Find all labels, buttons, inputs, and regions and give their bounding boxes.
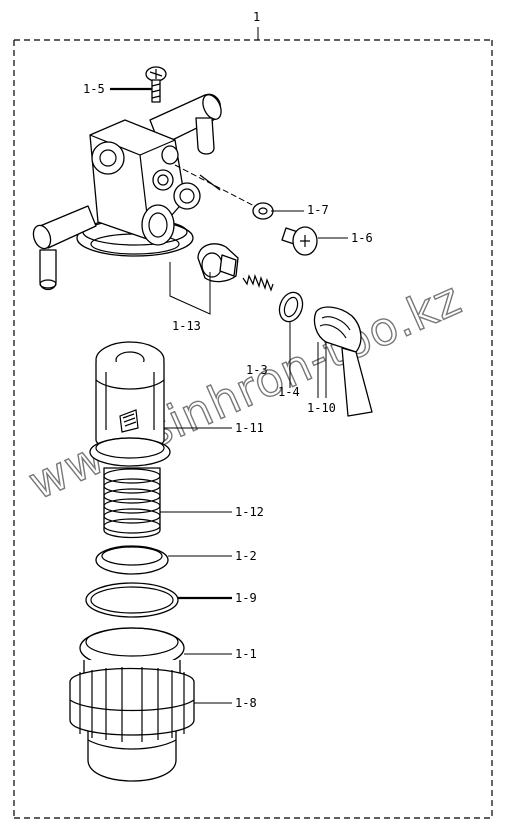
- valve-core-1-13: [197, 243, 239, 283]
- ring-nut-1-8: [69, 667, 195, 742]
- label-1-5: 1-5: [83, 82, 105, 96]
- o-ring-1-3: [278, 291, 304, 323]
- leader-lines: [110, 87, 348, 704]
- label-1-8: 1-8: [235, 696, 257, 710]
- label-1-11: 1-11: [235, 421, 264, 435]
- assembly-boundary: [13, 27, 493, 819]
- screw-1-6: [281, 226, 318, 256]
- label-1-2: 1-2: [235, 549, 257, 563]
- washer-1-7: [252, 202, 274, 220]
- label-1-7: 1-7: [307, 203, 329, 217]
- label-1-9: 1-9: [235, 591, 257, 605]
- label-1-10: 1-10: [307, 401, 336, 415]
- label-1-1: 1-1: [235, 647, 257, 661]
- strainer-1-12: [103, 467, 161, 539]
- assembly-number: 1: [253, 10, 260, 24]
- watermark: www.sinhron-too.kz: [21, 271, 470, 510]
- spring: [242, 274, 274, 292]
- label-1-6: 1-6: [351, 231, 373, 245]
- label-1-13: 1-13: [172, 319, 201, 333]
- label-1-12: 1-12: [235, 505, 264, 519]
- label-1-4: 1-4: [278, 385, 300, 399]
- screw-1-5: [145, 66, 167, 103]
- valve-body: [32, 93, 263, 291]
- o-ring-1-9: [85, 582, 179, 618]
- label-1-3: 1-3: [246, 363, 268, 377]
- gasket-1-2: [95, 545, 169, 575]
- lever-1-10: [313, 306, 373, 417]
- filter-element-1-11: [89, 341, 171, 467]
